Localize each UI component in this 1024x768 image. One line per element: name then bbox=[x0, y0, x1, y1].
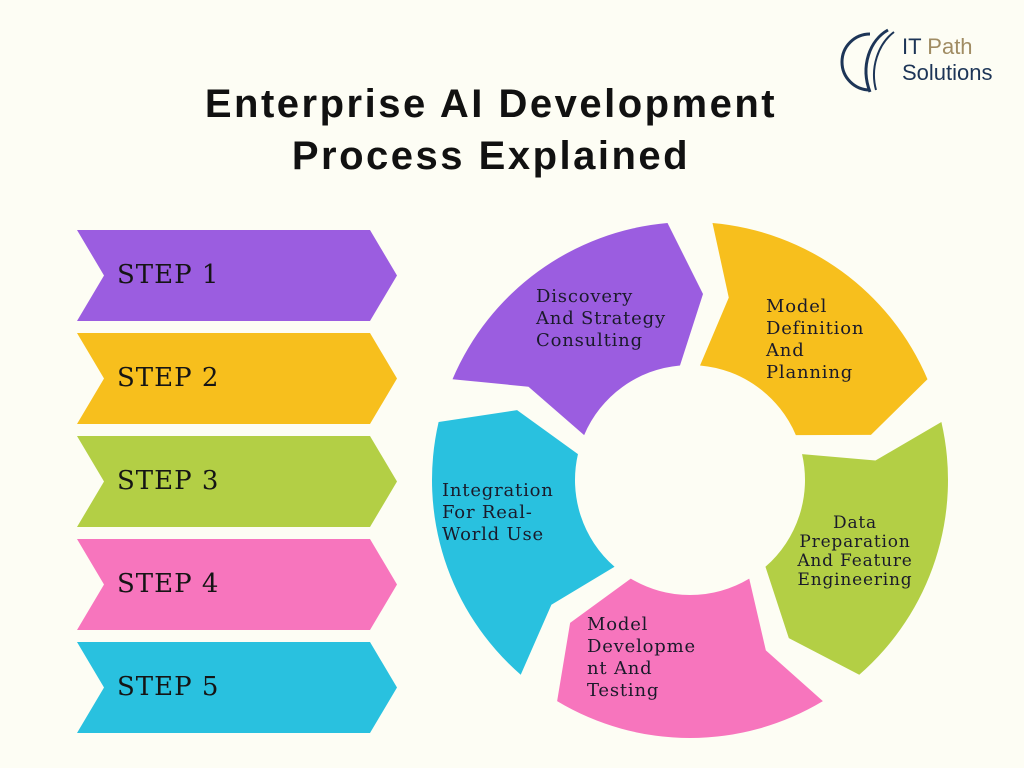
title-line-2: Process Explained bbox=[291, 134, 691, 178]
cycle-segment-label: Model Developme nt And Testing bbox=[587, 614, 696, 701]
logo-word-solutions: Solutions bbox=[902, 60, 993, 85]
cycle-segment-label: Integration For Real- World Use bbox=[442, 480, 554, 545]
step-2-arrow: STEP 2 bbox=[77, 333, 397, 424]
step-label: STEP 1 bbox=[117, 260, 220, 290]
logo-swoosh-icon bbox=[840, 28, 895, 93]
step-5-arrow: STEP 5 bbox=[77, 642, 397, 733]
cycle-segment-label: Discovery And Strategy Consulting bbox=[536, 286, 666, 351]
logo-word-path: Path bbox=[927, 34, 973, 59]
cycle-segment-2 bbox=[700, 222, 928, 436]
cycle-segment-4 bbox=[557, 578, 823, 738]
step-3-arrow: STEP 3 bbox=[77, 436, 397, 527]
step-label: STEP 2 bbox=[117, 363, 220, 393]
logo-word-it: IT bbox=[902, 34, 922, 59]
step-4-arrow: STEP 4 bbox=[77, 539, 397, 630]
it-path-solutions-logo: IT Path Solutions bbox=[830, 26, 1020, 96]
page-title: Enterprise AI Development Process Explai… bbox=[0, 78, 982, 182]
cycle-segment-1 bbox=[452, 222, 704, 436]
step-label: STEP 3 bbox=[117, 466, 220, 496]
cycle-segment-3 bbox=[765, 421, 948, 675]
title-line-1: Enterprise AI Development bbox=[204, 82, 778, 126]
logo-text: IT Path Solutions bbox=[902, 34, 993, 86]
step-label: STEP 4 bbox=[117, 569, 220, 599]
step-label: STEP 5 bbox=[117, 672, 220, 702]
cycle-segment-label: Model Definition And Planning bbox=[766, 296, 865, 383]
step-1-arrow: STEP 1 bbox=[77, 230, 397, 321]
cycle-segment-label: Data Preparation And Feature Engineering bbox=[797, 513, 913, 590]
cycle-segment-5 bbox=[432, 410, 615, 675]
